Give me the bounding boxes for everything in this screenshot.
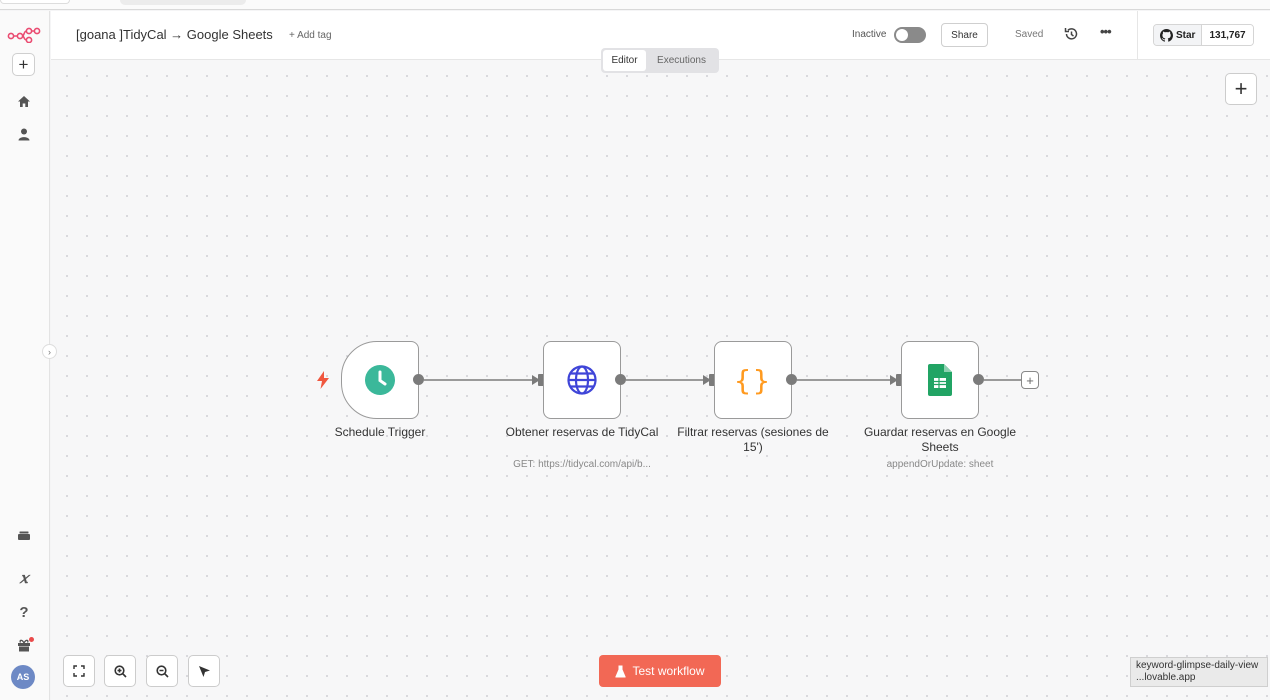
url-tooltip: keyword-glimpse-daily-view ...lovable.ap… bbox=[1130, 657, 1268, 687]
node-label: Filtrar reservas (sesiones de 15') bbox=[677, 425, 829, 454]
saved-status: Saved bbox=[1015, 29, 1044, 40]
tooltip-line: keyword-glimpse-daily-view bbox=[1136, 660, 1259, 671]
user-icon[interactable] bbox=[11, 123, 37, 145]
github-star-button[interactable]: Star bbox=[1154, 25, 1203, 45]
flask-icon bbox=[615, 665, 627, 677]
input-port[interactable] bbox=[538, 374, 544, 386]
workflow-canvas[interactable] bbox=[51, 60, 1270, 700]
node-http-request[interactable] bbox=[543, 341, 621, 419]
browser-tab-strip bbox=[0, 0, 1270, 10]
node-subtitle: GET: https://tidycal.com/api/b... bbox=[513, 459, 651, 470]
fit-view-button[interactable] bbox=[63, 655, 95, 687]
github-star-label: Star bbox=[1176, 29, 1196, 41]
workflow-header: [goana ]TidyCal → Google Sheets + Add ta… bbox=[51, 11, 1270, 60]
more-options-icon[interactable]: ••• bbox=[1100, 24, 1112, 39]
templates-icon[interactable] bbox=[11, 524, 37, 546]
zoom-in-icon bbox=[113, 664, 127, 678]
globe-icon bbox=[567, 365, 597, 395]
trigger-bolt-icon bbox=[317, 371, 329, 389]
share-button[interactable]: Share bbox=[941, 23, 988, 47]
header-divider bbox=[1137, 11, 1138, 60]
history-icon[interactable] bbox=[1062, 25, 1080, 43]
node-subtitle: appendOrUpdate: sheet bbox=[886, 459, 994, 470]
clock-icon bbox=[365, 365, 395, 395]
active-status-label: Inactive bbox=[852, 29, 887, 40]
tab-executions[interactable]: Executions bbox=[657, 55, 706, 66]
code-braces-icon: {} bbox=[734, 363, 772, 397]
test-workflow-label: Test workflow bbox=[632, 664, 705, 678]
add-node-button[interactable]: + bbox=[1225, 73, 1257, 105]
tidy-up-button[interactable] bbox=[188, 655, 220, 687]
test-workflow-button[interactable]: Test workflow bbox=[599, 655, 721, 687]
help-icon[interactable]: ? bbox=[19, 603, 29, 621]
node-label: Obtener reservas de TidyCal bbox=[505, 425, 659, 439]
cursor-icon bbox=[198, 665, 210, 677]
toggle-knob bbox=[896, 29, 908, 41]
node-schedule-trigger[interactable] bbox=[341, 341, 419, 419]
github-star-count[interactable]: 131,767 bbox=[1202, 25, 1253, 45]
node-google-sheets[interactable] bbox=[901, 341, 979, 419]
gift-icon[interactable] bbox=[11, 634, 37, 656]
variables-icon[interactable]: 𝑥 bbox=[19, 569, 29, 587]
add-resource-button[interactable]: + bbox=[12, 53, 35, 76]
zoom-in-button[interactable] bbox=[104, 655, 136, 687]
active-toggle[interactable] bbox=[894, 27, 926, 43]
output-port[interactable] bbox=[413, 374, 424, 385]
google-sheets-icon bbox=[928, 364, 952, 396]
add-next-node-button[interactable]: + bbox=[1021, 371, 1039, 389]
output-port[interactable] bbox=[786, 374, 797, 385]
avatar[interactable]: AS bbox=[11, 665, 35, 689]
view-tabs: Editor Executions bbox=[601, 48, 719, 73]
node-label: Schedule Trigger bbox=[334, 425, 426, 439]
tab-editor[interactable]: Editor bbox=[603, 50, 646, 71]
node-code[interactable]: {} bbox=[714, 341, 792, 419]
input-port[interactable] bbox=[709, 374, 715, 386]
sidebar-expand-button[interactable]: › bbox=[42, 344, 57, 359]
browser-tab[interactable] bbox=[0, 0, 70, 4]
notification-dot bbox=[29, 637, 34, 642]
fit-view-icon bbox=[73, 665, 85, 677]
n8n-logo-icon[interactable] bbox=[7, 25, 41, 43]
browser-tab[interactable] bbox=[120, 0, 246, 5]
add-tag-button[interactable]: + Add tag bbox=[289, 30, 332, 41]
output-port[interactable] bbox=[973, 374, 984, 385]
workflow-name[interactable]: [goana ]TidyCal → Google Sheets bbox=[76, 27, 273, 42]
zoom-out-button[interactable] bbox=[146, 655, 178, 687]
github-star-widget[interactable]: Star 131,767 bbox=[1153, 24, 1254, 46]
github-icon bbox=[1160, 28, 1173, 42]
output-port[interactable] bbox=[615, 374, 626, 385]
zoom-out-icon bbox=[155, 664, 169, 678]
node-label: Guardar reservas en Google Sheets bbox=[863, 425, 1017, 454]
input-port[interactable] bbox=[896, 374, 902, 386]
tooltip-line: ...lovable.app bbox=[1136, 672, 1196, 683]
home-icon[interactable] bbox=[11, 90, 37, 112]
